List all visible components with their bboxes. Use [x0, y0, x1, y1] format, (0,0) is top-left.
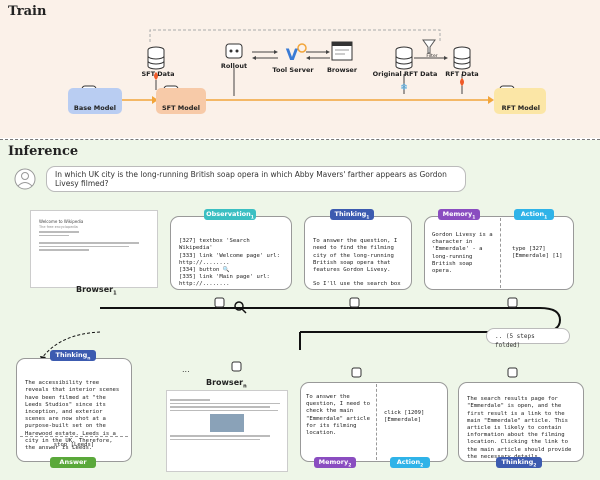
sft-data-label: SFT Data	[141, 70, 175, 78]
thinking-n-tag: Thinkingn	[50, 350, 96, 361]
observation-text: [327] textbox 'Search Wikipedia' [333] l…	[179, 238, 281, 289]
thinking1-tag: Thinking1	[330, 209, 374, 220]
agent-robot-icon	[507, 297, 518, 308]
sft-model-box: SFT Model	[156, 88, 206, 114]
rft-data-db-icon	[453, 46, 471, 70]
thinking1-text: To answer the question, I need to find t…	[313, 238, 401, 289]
flame-icon	[460, 78, 464, 86]
observation-card: [327] textbox 'Search Wikipedia' [333] l…	[170, 216, 292, 290]
tool-server-icon: V	[286, 45, 299, 64]
flame-icon	[154, 72, 158, 80]
sft-model-label: SFT Model	[161, 104, 200, 112]
agent-robot-icon	[507, 367, 518, 378]
action1-text: type [327] [Emmerdale] [1]	[512, 246, 563, 260]
thinking2-text: The search results page for "Emmerdale" …	[467, 396, 572, 460]
tool-server-label: Tool Server	[272, 66, 314, 74]
agent-robot-icon	[214, 297, 225, 308]
wiki-title: Welcome to Wikipedia	[39, 219, 84, 224]
base-model-label: Base Model	[73, 104, 116, 112]
base-model-box: Base Model	[68, 88, 122, 114]
original-rft-data-db-icon	[395, 46, 413, 70]
rft-model-box: RFT Model	[494, 88, 546, 114]
stop-action-text: stop [Leeds]	[53, 442, 95, 448]
inference-title: Inference	[8, 144, 79, 159]
user-avatar-icon	[14, 168, 36, 190]
browser-n-screenshot	[166, 390, 288, 472]
snowflake-icon: ❄	[400, 83, 408, 93]
thinking2-tag: Thinking2	[496, 457, 542, 468]
search-icon	[234, 301, 244, 311]
memory2-tag: Memory2	[314, 457, 356, 468]
memory1-text: Gordon Livesy is a character in 'Emmerda…	[432, 232, 493, 275]
browser1-label: Browser1	[76, 285, 117, 297]
memory2-text: To answer the question, I need to check …	[306, 394, 370, 437]
agent-robot-icon	[351, 367, 362, 378]
sft-data-db-icon	[147, 46, 165, 70]
folded-steps-badge: .. (5 steps folded)	[486, 328, 570, 349]
action2-tag: Action2	[390, 457, 430, 468]
train-section	[0, 0, 600, 138]
thinking1-card: To answer the question, I need to find t…	[304, 216, 412, 290]
action1-tag: Action1	[514, 209, 554, 220]
train-title: Train	[8, 4, 47, 19]
browser-n-label: Browsern	[206, 378, 247, 390]
browser-label: Browser	[326, 66, 358, 74]
agent-robot-icon	[349, 297, 360, 308]
rft-data-label: RFT Data	[445, 70, 479, 78]
rft-model-label: RFT Model	[501, 104, 540, 112]
memory-action1-card	[424, 216, 574, 290]
agent-robot-icon	[231, 361, 242, 372]
question-text: In which UK city is the long-running Bri…	[55, 170, 447, 188]
action2-text: click [1209] [Emmerdale]	[384, 410, 425, 424]
question-bubble: In which UK city is the long-running Bri…	[46, 166, 466, 192]
thinking-n-card: The accessibility tree reveals that inte…	[16, 358, 132, 462]
browser1-screenshot: Welcome to Wikipedia The free encycloped…	[30, 210, 158, 288]
ellipsis-icon: ...	[182, 365, 190, 374]
section-divider	[0, 139, 600, 140]
article-image	[210, 414, 244, 432]
thinking-n-text: The accessibility tree reveals that inte…	[25, 380, 120, 452]
filter-label: Filter	[426, 54, 438, 59]
dashed-loop-arrow	[149, 29, 441, 42]
rollout-label: Rollout	[220, 62, 248, 70]
memory1-tag: Memory1	[438, 209, 480, 220]
observation-tag: Observation1	[204, 209, 256, 220]
original-rft-data-label: Original RFT Data	[372, 70, 438, 78]
rollout-robot-icon	[225, 43, 243, 59]
wiki-subtitle: The free encyclopedia	[39, 225, 78, 229]
answer-tag: Answer	[50, 457, 96, 468]
filter-icon	[422, 39, 436, 54]
thinking2-card: The search results page for "Emmerdale" …	[458, 382, 584, 462]
memory-action2-card	[300, 382, 448, 462]
